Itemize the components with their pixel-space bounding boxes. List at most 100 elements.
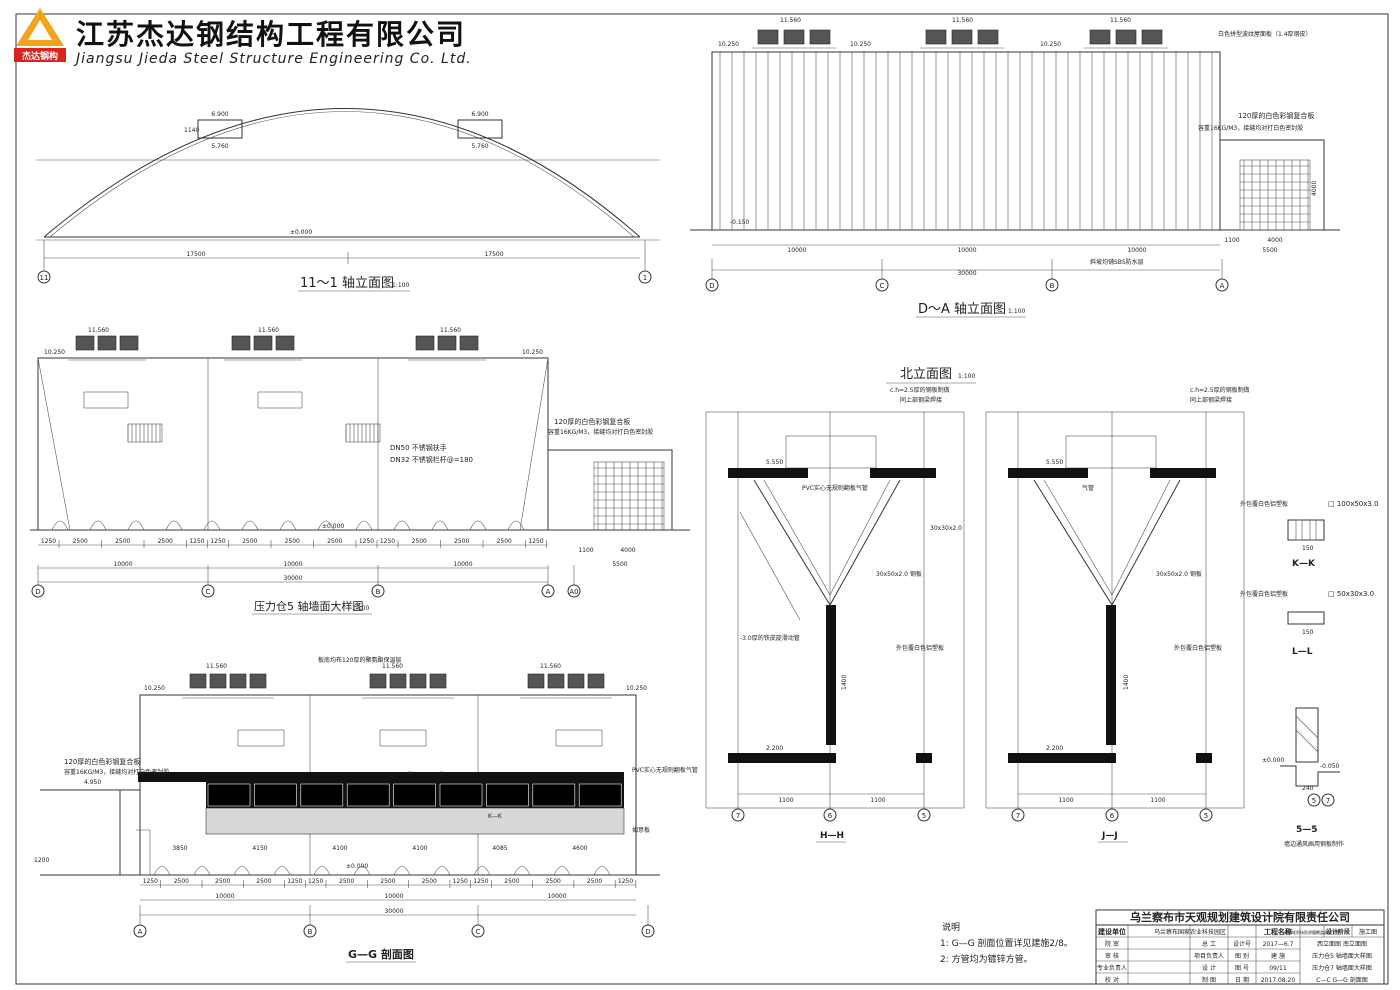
svg-text:7: 7 [1326, 797, 1330, 805]
v3-vent-1-0 [231, 335, 251, 351]
svg-text:5: 5 [922, 812, 926, 820]
v3-axis-2 [371, 584, 385, 598]
svg-text:□ 50x30x3.0: □ 50x30x3.0 [1328, 590, 1374, 598]
v3-axis-4 [567, 584, 581, 598]
svg-text:10000: 10000 [283, 561, 302, 568]
svg-text:10000: 10000 [787, 247, 806, 254]
v4-sub-0-3: 2500 [256, 878, 271, 885]
svg-text:墙边通风画用钢板制作: 墙边通风画用钢板制作 [1284, 840, 1344, 848]
v2-title: D～A 轴立面图 [918, 302, 1006, 317]
svg-text:乌兰察布国家农业科技园区: 乌兰察布国家农业科技园区 [1154, 928, 1226, 936]
jj-note1: c.h=2.5厚的钢板制做 [1190, 386, 1250, 394]
svg-text:1200: 1200 [34, 857, 49, 864]
svg-text:150: 150 [1302, 629, 1314, 636]
v3-sub-0-2: 2500 [115, 538, 130, 545]
v4-arch-1 [193, 866, 211, 876]
v4-arch-10 [553, 866, 571, 876]
v3-window-1 [257, 391, 303, 409]
v4-window-0 [237, 729, 285, 747]
v3-axis-label-2: B [376, 588, 381, 596]
v3-arch-12 [507, 520, 525, 531]
v2-axis-label-1: C [880, 282, 885, 290]
detail-5-5: ±0.000 -0.050 240 5 7 5—5 墙边通风画用钢板制作 [1262, 707, 1344, 848]
v4-cell-5 [439, 783, 483, 807]
svg-text:7: 7 [1016, 812, 1020, 820]
v2-vent-1-0 [925, 29, 947, 45]
north-title: 北立面图 [900, 367, 952, 382]
detail-l-l: 外包覆白色铝塑板 □ 50x30x3.0 150 L—L [1240, 590, 1374, 657]
svg-text:K—K: K—K [488, 813, 503, 820]
v3-sub-0-3: 2500 [158, 538, 173, 545]
svg-text:设计阶段: 设计阶段 [1326, 928, 1350, 936]
svg-text:±0.000: ±0.000 [1262, 757, 1284, 764]
svg-text:10000: 10000 [384, 893, 403, 900]
svg-text:□ 100x50x3.0: □ 100x50x3.0 [1328, 500, 1379, 508]
v2-vent-0-0 [757, 29, 779, 45]
v3-axis-label-4: A0 [569, 588, 578, 596]
v4-sub-2-2: 2500 [546, 878, 561, 885]
svg-text:1100: 1100 [1058, 797, 1073, 804]
v3-sub-1-0: 1250 [210, 538, 225, 545]
svg-text:工程名称: 工程名称 [1264, 927, 1292, 936]
svg-text:1400: 1400 [1123, 675, 1130, 690]
tb-row-0-e: 设计号 [1233, 940, 1251, 948]
hh-note7: 外包覆白色铝塑板 [896, 644, 944, 652]
svg-text:30000: 30000 [384, 908, 403, 915]
v4-vent-0-1 [209, 673, 227, 689]
tb-row-1-f: 建 施 [1271, 952, 1285, 960]
v2-axis-1 [875, 278, 889, 292]
tb-row-3-c: 制 图 [1202, 976, 1216, 984]
tb-row-3-f: 2017.08.20 [1261, 977, 1296, 984]
svg-text:11: 11 [40, 274, 49, 282]
v3-vent-0-0 [75, 335, 95, 351]
v4-vent-1-2 [409, 673, 427, 689]
svg-text:2.200: 2.200 [766, 745, 783, 752]
v4-bay-2: 4100 [332, 845, 347, 852]
v1-title: 11～1 轴立面图 [300, 276, 394, 291]
v3-arch-9 [393, 520, 411, 531]
svg-text:1:100: 1:100 [1008, 308, 1025, 315]
v1-dim-1: 17500 [186, 251, 205, 258]
v3-pipe2: DN32 不锈钢栏杆@=180 [390, 455, 473, 464]
svg-text:1100: 1100 [870, 797, 885, 804]
v2-vent-2-2 [1141, 29, 1163, 45]
svg-text:1100: 1100 [778, 797, 793, 804]
tb-row-2-c: 设 计 [1202, 964, 1216, 972]
v1-elev: ±0.000 [290, 229, 312, 236]
v4-vent-1-3 [429, 673, 447, 689]
view-d-a-elevation: 120厚的白色彩钢复合板 容重16KG/M3，接缝均对打白色密封胶 白色拼型波纹… [690, 17, 1340, 318]
svg-text:猪粪堆积场防渗膜覆盖建设工程: 猪粪堆积场防渗膜覆盖建设工程 [1284, 929, 1340, 935]
jj-note3: 气管 [1082, 484, 1094, 492]
v4-vent-2-3 [587, 673, 605, 689]
v4-axis-label-3: D [645, 928, 650, 936]
svg-text:外包覆白色铝塑板: 外包覆白色铝塑板 [1240, 590, 1288, 598]
svg-text:1100: 1100 [1150, 797, 1165, 804]
v4-sub-1-0: 1250 [308, 878, 323, 885]
v1-win-bot-right: 5.760 [471, 143, 488, 150]
svg-text:1400: 1400 [841, 675, 848, 690]
v3-sub-0-1: 2500 [73, 538, 88, 545]
svg-text:11.560: 11.560 [440, 327, 461, 334]
v4-sub-1-1: 2500 [339, 878, 354, 885]
svg-text:10000: 10000 [957, 247, 976, 254]
v4-axis-0 [133, 924, 147, 938]
v3-axis-1 [201, 584, 215, 598]
v3-vent-0-2 [119, 335, 139, 351]
view-j-j-section: c.h=2.5厚的钢板制做 同上部钢梁焊接 气管 30x50x2.0 钢板 外包… [985, 386, 1250, 843]
v4-vent-2-0 [527, 673, 545, 689]
hh-note3: PVC实心无规则翻板气管 [802, 484, 868, 492]
view-h-h-section: PVC实心无规则翻板气管 c.h=2.5厚的钢板制做 同上部钢梁焊接 30x30… [705, 386, 965, 843]
v3-sub-2-1: 2500 [412, 538, 427, 545]
tb-row-0-f: 2017—6.7 [1263, 941, 1294, 948]
svg-text:30000: 30000 [957, 270, 976, 277]
svg-text:4.950: 4.950 [84, 779, 101, 786]
svg-text:1:100: 1:100 [958, 373, 975, 380]
v3-sub-2-4: 1250 [528, 538, 543, 545]
v4-vent-1-1 [389, 673, 407, 689]
v3-axis-label-0: D [35, 588, 40, 596]
v2-note3: 白色拼型波纹屋面板（1.4厚钢皮） [1218, 30, 1312, 38]
svg-text:10000: 10000 [453, 561, 472, 568]
svg-text:150: 150 [1302, 545, 1314, 552]
v3-axis-3 [541, 584, 555, 598]
